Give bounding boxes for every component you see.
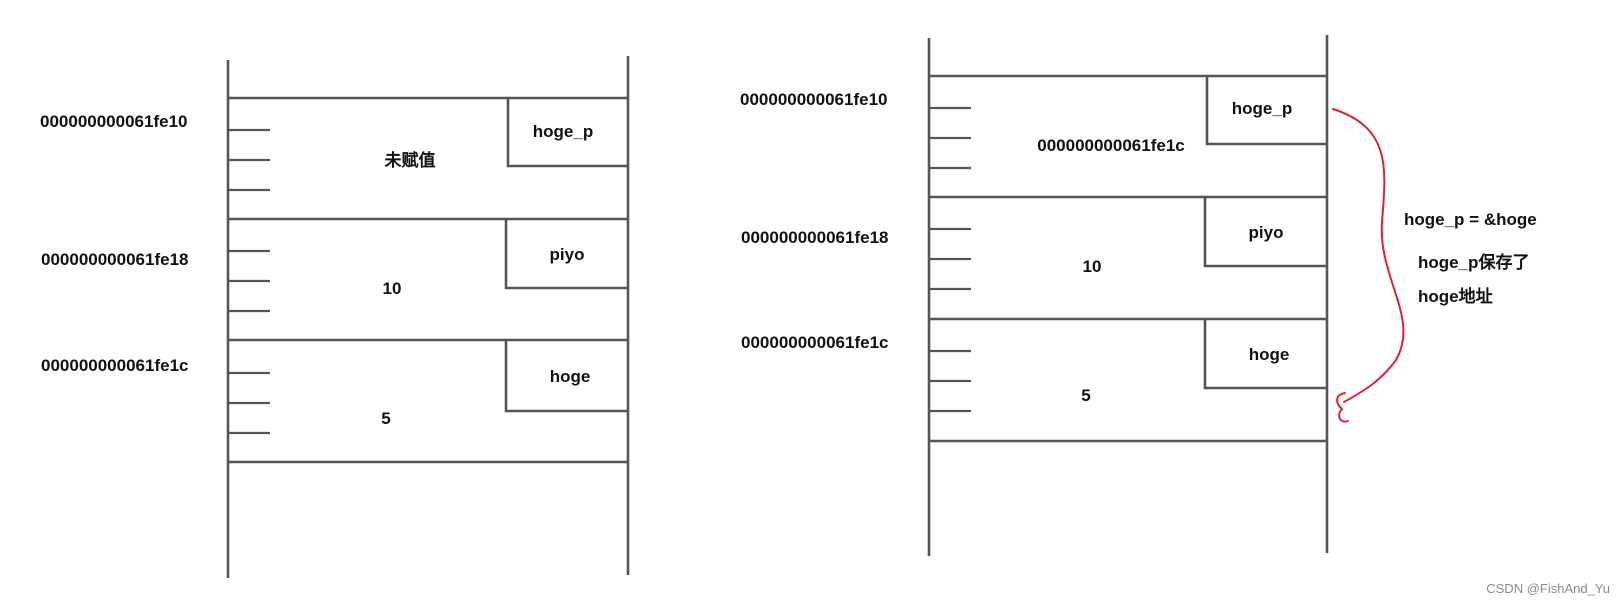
cell-value-label: 5 (381, 409, 390, 428)
right-memory-diagram: 000000000061fe10 hoge_p 000000000061fe1c… (740, 35, 1537, 556)
memory-address-label: 000000000061fe10 (40, 112, 187, 131)
right-memory-cell: 000000000061fe10 hoge_p 000000000061fe1c (740, 76, 1327, 170)
pointer-arrow (1332, 108, 1405, 423)
pointer-arrow-head (1336, 392, 1349, 423)
right-memory-cell: 000000000061fe18 piyo 10 (741, 197, 1327, 291)
variable-name-label: hoge (1249, 345, 1290, 364)
right-memory-cell: 000000000061fe1c hoge 5 (741, 319, 1327, 413)
variable-name-box (504, 340, 628, 413)
cell-value-label: 000000000061fe1c (1037, 136, 1184, 155)
memory-address-label: 000000000061fe1c (41, 356, 188, 375)
memory-address-label: 000000000061fe18 (41, 250, 188, 269)
memory-address-label: 000000000061fe10 (740, 90, 887, 109)
cell-value-label: 10 (383, 279, 402, 298)
variable-name-box (504, 219, 628, 290)
variable-name-label: hoge_p (1232, 99, 1292, 118)
cell-value-label: 5 (1081, 386, 1090, 405)
pointer-arrow-curve (1332, 108, 1405, 403)
annotation-line-1: hoge_p = &hoge (1404, 210, 1537, 229)
left-memory-cell: 000000000061fe1c hoge 5 (41, 340, 628, 435)
variable-name-box (1203, 197, 1327, 268)
variable-name-box (1205, 76, 1327, 146)
variable-name-label: piyo (1249, 223, 1284, 242)
annotation-line-3: hoge地址 (1418, 286, 1493, 306)
left-memory-cell: 000000000061fe10 hoge_p 未赋值 (40, 98, 628, 192)
variable-name-label: hoge (550, 367, 591, 386)
variable-name-box (506, 98, 628, 168)
left-memory-cell: 000000000061fe18 piyo 10 (41, 219, 628, 313)
watermark-text: CSDN @FishAnd_Yu (1486, 581, 1610, 596)
variable-name-label: hoge_p (533, 122, 593, 141)
variable-name-label: piyo (550, 245, 585, 264)
variable-name-box (1203, 319, 1327, 390)
annotation-line-2: hoge_p保存了 (1418, 252, 1529, 272)
left-memory-diagram: 000000000061fe10 hoge_p 未赋值 000000000061… (40, 56, 630, 578)
cell-value-label: 未赋值 (384, 150, 436, 170)
memory-address-label: 000000000061fe1c (741, 333, 888, 352)
pointer-annotation: hoge_p = &hoge hoge_p保存了 hoge地址 (1404, 210, 1537, 306)
memory-address-label: 000000000061fe18 (741, 228, 888, 247)
cell-value-label: 10 (1083, 257, 1102, 276)
